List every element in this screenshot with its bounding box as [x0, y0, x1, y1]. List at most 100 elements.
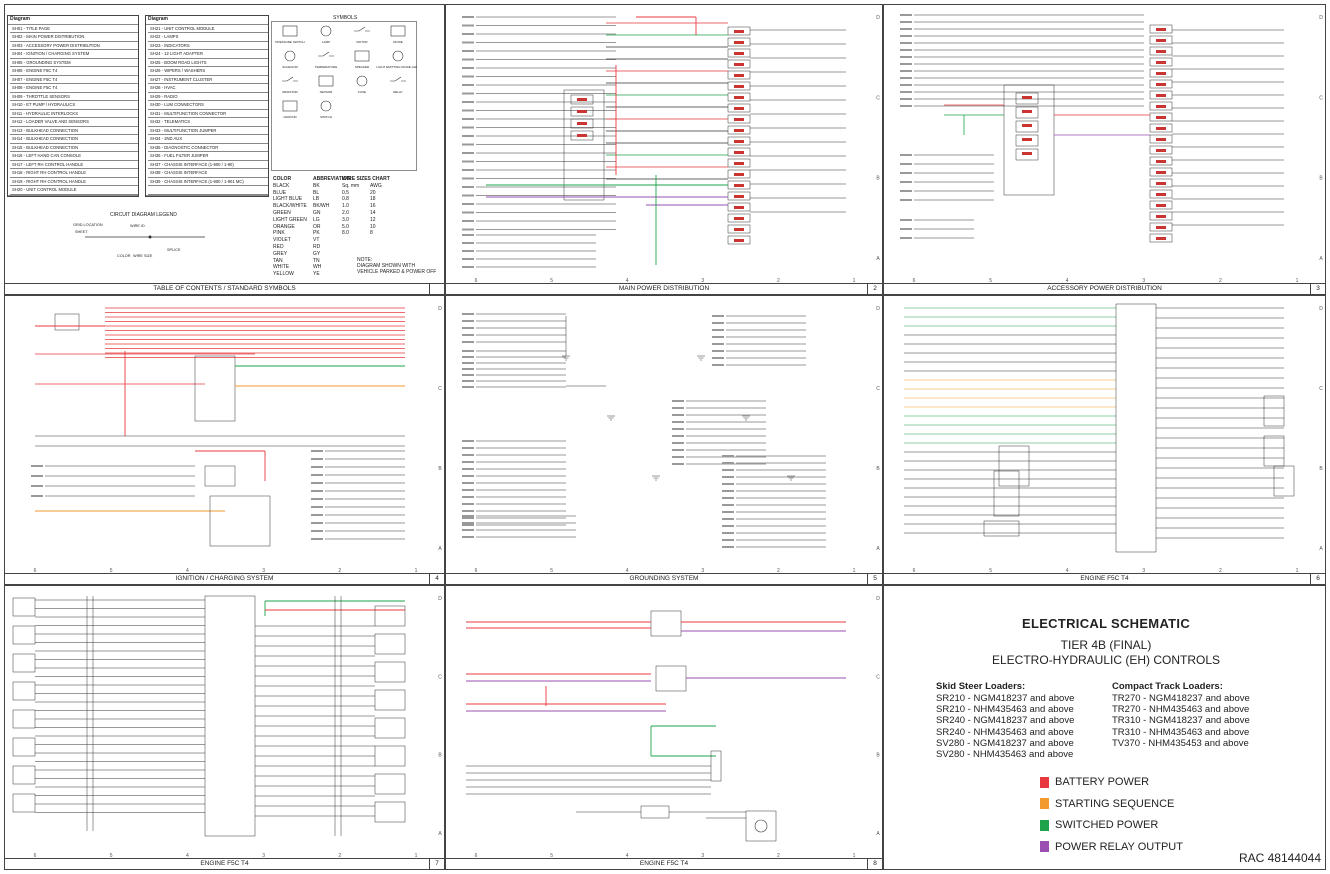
toc-item: SH34 - 2ND AUX — [148, 135, 268, 144]
fuse-box — [1015, 106, 1039, 119]
fuse-element — [734, 162, 744, 165]
sensor-box — [1263, 435, 1285, 467]
sensor-box — [374, 801, 406, 823]
fuse-box — [727, 125, 751, 135]
schematic-title: ELECTRICAL SCHEMATIC — [1021, 616, 1191, 631]
wire-tag — [900, 181, 912, 183]
wire-tag — [712, 336, 724, 338]
wire-tag — [722, 455, 734, 457]
wire-tag — [672, 407, 684, 409]
wire-tag — [900, 237, 912, 239]
sensor-box — [374, 689, 406, 711]
symbol-fuse-icon: FUSE — [356, 75, 368, 94]
wire-tag — [722, 518, 734, 520]
wire-tag — [462, 461, 474, 463]
grid-column-label: 1 — [1296, 568, 1299, 574]
toc-item: SH35 - DIAGNOSTIC CONNECTOR — [148, 144, 268, 152]
sensor-box — [374, 633, 406, 655]
wire-tag — [462, 242, 474, 244]
grid-column-label: 2 — [338, 568, 341, 574]
fuse-element — [1156, 72, 1166, 75]
wire-tag — [462, 203, 474, 205]
fuse-box — [1149, 79, 1173, 89]
toc-item: SH24 - 12 LIGHT ADAPTER — [148, 50, 268, 59]
grid-column-label: 6 — [475, 278, 478, 284]
wire-tag — [462, 228, 474, 231]
circuit-legend-graphic — [85, 235, 205, 239]
sensor-box — [12, 709, 36, 729]
ground-icon — [562, 355, 570, 361]
wire-tag — [462, 177, 474, 180]
wire-tag — [311, 538, 323, 540]
toc-item: SH04 - IGNITION / CHARGING SYSTEM — [10, 50, 138, 59]
skid-steer-header: Skid Steer Loaders: — [936, 681, 1026, 692]
grid-column-label: 4 — [1066, 568, 1069, 574]
fuse-box — [727, 37, 751, 47]
grid-column-label: 1 — [853, 278, 856, 284]
fuse-element — [1156, 160, 1166, 163]
wire-tag — [462, 468, 474, 470]
legend-sheet: SHEET — [75, 230, 88, 234]
fuse-element — [734, 63, 744, 66]
fuel-pump — [745, 810, 777, 842]
fuse-box — [1149, 35, 1173, 45]
fuse-element — [734, 96, 744, 99]
toc-item: SH37 - CHASSIS INTERFACE (1-900 / 1-90) — [148, 161, 268, 169]
fuse-element — [734, 30, 744, 33]
sensor-box — [374, 605, 406, 627]
wire-tag — [462, 234, 474, 236]
wire-tag — [462, 109, 474, 112]
grid-row-label: D — [438, 306, 442, 312]
sensor-box — [374, 745, 406, 767]
ecu-main-relay — [655, 665, 687, 692]
panel-caption: TABLE OF CONTENTS / STANDARD SYMBOLS — [5, 283, 444, 294]
symbols-frame — [271, 21, 417, 171]
wire-size-title: WIRE SIZES CHART — [342, 176, 390, 182]
fuse-element — [1156, 39, 1166, 42]
legend-swatch — [1040, 819, 1049, 831]
legend-splice: SPLICE — [167, 248, 181, 252]
grid-row-label: C — [1319, 386, 1323, 392]
fuse-box — [727, 136, 751, 146]
wire-tag — [462, 194, 474, 197]
wire-tag — [462, 515, 474, 517]
wire-tag — [712, 322, 724, 324]
grid-row-label: B — [876, 466, 880, 472]
wire-tag — [462, 482, 474, 484]
fuse-box — [1149, 222, 1173, 232]
grid-column-label: 1 — [1296, 278, 1299, 284]
fuse-element — [1156, 116, 1166, 119]
panel-number: 4 — [429, 574, 444, 584]
grid-row-label: B — [1319, 176, 1323, 182]
wire-tag — [462, 313, 474, 315]
wire-tag — [900, 84, 912, 86]
fuse-element — [734, 173, 744, 176]
grid-column-label: 5 — [110, 568, 113, 574]
panel-caption: ACCESSORY POWER DISTRIBUTION — [884, 283, 1325, 294]
fuse-box — [1149, 123, 1173, 133]
wire-tag — [311, 482, 323, 484]
wire-tag — [712, 343, 724, 345]
toc-item: SH12 - LOADER VALVE AND SENSORS — [10, 118, 138, 127]
wire-tag — [900, 163, 912, 165]
legend-swatch — [1040, 841, 1049, 852]
symbol-diode-icon: DIODE — [390, 25, 406, 44]
wire-tag — [900, 219, 912, 221]
fuse-element — [734, 118, 744, 121]
panel-number: 5 — [867, 574, 882, 584]
fuse-box — [570, 130, 594, 141]
grid-column-label: 1 — [415, 853, 418, 859]
fuse-box — [1149, 156, 1173, 166]
wire-tag — [462, 368, 474, 370]
symbol-temperature-icon: TEMPERATURE — [315, 51, 337, 69]
toc-item: SH07 - ENGINE F5C T4 — [10, 76, 138, 84]
